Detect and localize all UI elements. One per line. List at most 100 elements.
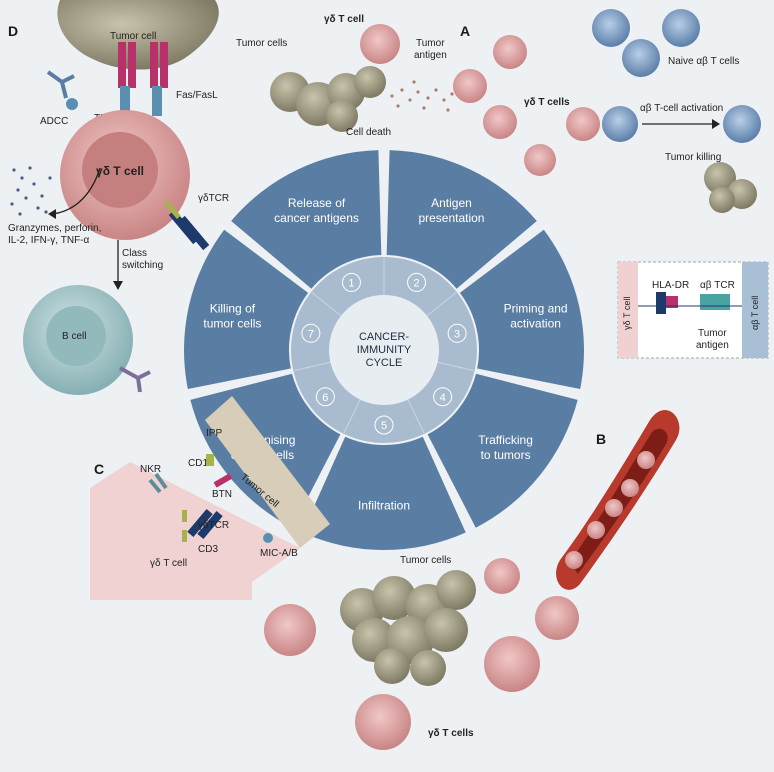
mic-label: MIC-A/B [260, 548, 298, 559]
hla-inset: γδ T cell αβ T cell HLA-DR αβ TCR Tumor … [617, 261, 769, 359]
ab-t-cell-activated [723, 105, 761, 143]
tumor-antigen-dots [390, 80, 454, 112]
nkr-label: NKR [140, 464, 161, 475]
tumor-killing-label: Tumor killing [665, 152, 721, 163]
tumor-antigen-line1: Tumor [416, 38, 445, 49]
tumor-cell-strip [205, 396, 330, 548]
ab-activation-label: αβ T-cell activation [640, 103, 723, 114]
btn-receptor [213, 473, 233, 488]
cycle-step-5-line1: Infiltration [358, 499, 410, 513]
adcc-label: ADCC [40, 116, 68, 127]
cycle-number-2: 2 [413, 277, 419, 289]
secretion-arrow [51, 167, 101, 215]
cd1-label: CD1 [188, 458, 208, 469]
tumor-cells-label-b: Tumor cells [400, 555, 451, 566]
nkr-receptor [148, 472, 168, 494]
secreted-line2: IL-2, IFN-γ, TNF-α [8, 235, 90, 246]
hla-dr-label: HLA-DR [652, 280, 689, 291]
naive-ab-label: Naive αβ T cells [668, 56, 739, 67]
cycle-number-6: 6 [322, 392, 328, 404]
gd-t-cell-a5 [524, 144, 556, 176]
ipp-label: IPP [206, 428, 222, 439]
gd-t-cells-label-a: γδ T cells [524, 97, 570, 108]
panel-b-letter: B [596, 431, 606, 447]
cycle-divider-7 [294, 361, 331, 371]
cycle-number-7: 7 [308, 328, 314, 340]
cycle-number-badge-4 [433, 387, 453, 407]
cycle-divider-6 [343, 399, 361, 434]
panel-a-letter: A [460, 23, 470, 39]
gd-t-cell-label: γδ T cell [96, 164, 144, 178]
gd-t-cell-a4 [483, 105, 517, 139]
gd-tcr-label: γδTCR [198, 193, 229, 204]
cycle-divider-5 [407, 399, 425, 434]
cycle-number-5: 5 [381, 420, 387, 432]
panel-b: B Tumor cells γδ T cells [264, 409, 680, 750]
cycle-center-line3: CYCLE [366, 357, 403, 369]
cycle-center [329, 295, 439, 405]
gd-tcr-label-c: γδTCR [198, 520, 229, 531]
cycle-center-line2: IMMUNITY [357, 344, 412, 356]
tumor-cluster-a [270, 66, 386, 132]
gd-t-cell-nucleus [82, 132, 158, 208]
cycle-step-7-line2: tumor cells [203, 316, 261, 330]
cycle-segment-2 [386, 150, 537, 289]
inset-ab-label: αβ T cell [750, 296, 760, 330]
cycle-step-3-line2: activation [510, 316, 561, 330]
fas-fasl-receptors [118, 42, 168, 116]
gd-t-cell-a3 [493, 35, 527, 69]
cycle-step-1-line1: Release of [288, 196, 346, 210]
cycle-center-line1: CANCER- [359, 331, 409, 343]
fas-fasl-label: Fas/FasL [176, 90, 218, 101]
cycle-number-badge-6 [315, 387, 335, 407]
panel-a: A Tumor cells γδ T cell Cell death Tumor… [236, 9, 769, 359]
tumor-cell-shape [57, 0, 219, 70]
cycle-number-1: 1 [348, 277, 354, 289]
secreted-line1: Granzymes, perforin, [8, 223, 101, 234]
gd-t-cells-b [264, 558, 579, 750]
cycle-divider-3 [426, 292, 457, 317]
class-switch-arrow-head [113, 281, 123, 290]
cycle-segment-3 [459, 229, 584, 390]
ab-t-cell-a [602, 106, 638, 142]
cd3-label: CD3 [198, 544, 218, 555]
panel-d: Tumor cell ADCC TRAIL Fas/FasL γδ T cell… [8, 0, 229, 395]
tumor-antigen-line2: antigen [414, 50, 447, 61]
cd1-receptor [206, 454, 214, 466]
cycle-number-badge-5 [374, 415, 394, 435]
panel-c: Tumor cell γδ T cell NKR IPP CD1 BTN γδT… [90, 396, 330, 600]
panel-c-letter: C [94, 461, 104, 477]
inset-antigen-line2: antigen [696, 340, 729, 351]
panel-d-letter: D [8, 23, 18, 39]
gd-tcr-receptor-c [182, 508, 223, 542]
gd-t-cell-a2 [453, 69, 487, 103]
secretion-arrow-head [48, 209, 56, 219]
cycle-step-4-line1: Trafficking [478, 433, 533, 447]
gd-t-cell-a6 [566, 107, 600, 141]
mic-receptor [263, 533, 273, 543]
gd-tcr-receptor [164, 200, 210, 251]
cycle-number-badge-7 [301, 323, 321, 343]
cycle-divider-4 [437, 361, 474, 371]
cycle-segment-1 [231, 150, 382, 289]
inset-gd-label: γδ T cell [622, 297, 632, 330]
b-cell-label: B cell [62, 331, 86, 342]
gd-t-cells-label-b: γδ T cells [428, 728, 474, 739]
cycle-step-3-line1: Priming and [504, 301, 568, 315]
cycle-number-4: 4 [440, 392, 446, 404]
cycle-step-2-line1: Antigen [431, 196, 472, 210]
cycle-number-badge-2 [407, 272, 427, 292]
cycle-segment-7 [184, 229, 309, 390]
class-switch-line1: Class [122, 248, 147, 259]
btn-label: BTN [212, 489, 232, 500]
adcc-antibody-icon [46, 70, 78, 110]
gd-t-cell-label-a: γδ T cell [324, 14, 364, 25]
cycle-step-4-line2: to tumors [481, 448, 531, 462]
cycle-step-7-line1: Killing of [210, 301, 256, 315]
cycle-number-3: 3 [454, 328, 460, 340]
tumor-cells-label-a: Tumor cells [236, 38, 287, 49]
cycle-number-badge-1 [341, 272, 361, 292]
